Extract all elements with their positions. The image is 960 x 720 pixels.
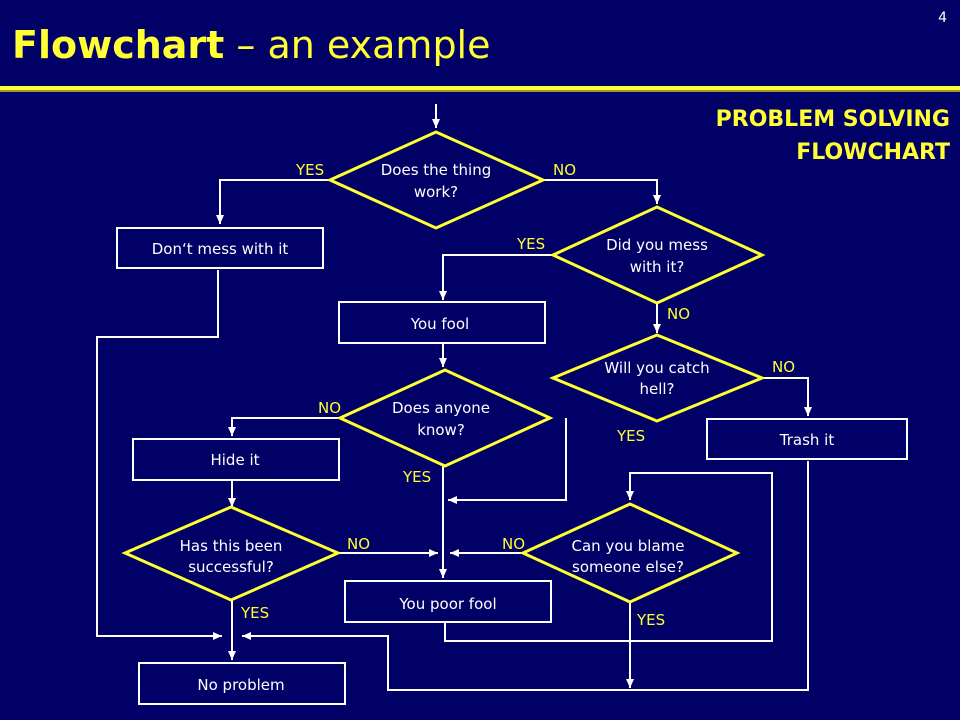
branch-labels: YES NO YES NO NO YES NO YES NO NO YES YE…	[240, 161, 795, 629]
box-dont-mess: Don‘t mess with it	[116, 227, 324, 269]
label-no-blame: NO	[502, 535, 525, 553]
box-hide-it: Hide it	[132, 438, 340, 481]
title-rest-part: – an example	[224, 23, 490, 67]
connector-dontmess-noproblem	[96, 270, 222, 640]
decision-anyone-know: Does anyone know?	[336, 368, 554, 468]
decision-successful: Has this been successful?	[121, 505, 342, 602]
decision-blame-line1: Can you blame	[572, 537, 685, 555]
title-underline-shadow	[0, 90, 960, 92]
label-yes-hell: YES	[616, 427, 645, 445]
decision-anyone-line2: know?	[417, 421, 465, 439]
connector-trash-noproblem	[242, 461, 809, 691]
decision-blame-line2: someone else?	[572, 558, 684, 576]
box-you-fool: You fool	[338, 301, 546, 344]
title-underline	[0, 86, 960, 90]
decision-mess-line1: Did you mess	[606, 236, 708, 254]
decision-successful-line2: successful?	[188, 558, 274, 576]
label-yes-anyone: YES	[402, 468, 431, 486]
connector-poorfool-blame	[444, 472, 773, 642]
label-no-work: NO	[553, 161, 576, 179]
decision-successful-line1: Has this been	[180, 537, 283, 555]
decision-does-it-work: Does the thing work?	[326, 130, 547, 230]
box-no-problem-label: No problem	[197, 676, 284, 694]
connector-mess-yes	[439, 254, 553, 300]
label-no-mess: NO	[667, 305, 690, 323]
decision-did-you-mess: Did you mess with it?	[549, 205, 766, 305]
connector-work-no	[543, 179, 661, 204]
box-you-fool-label: You fool	[410, 315, 469, 333]
box-trash-it-label: Trash it	[779, 431, 835, 449]
connector-work-yes	[216, 179, 330, 224]
connector-hell-no	[758, 377, 812, 416]
decision-work-line2: work?	[414, 183, 458, 201]
decision-anyone-line1: Does anyone	[392, 399, 490, 417]
connector-hell-yes	[448, 418, 567, 504]
label-no-successful: NO	[347, 535, 370, 553]
decision-catch-hell: Will you catch hell?	[549, 333, 766, 423]
label-yes-mess: YES	[516, 235, 545, 253]
connector-anyone-no	[228, 417, 343, 436]
label-no-anyone: NO	[318, 399, 341, 417]
decision-hell-line2: hell?	[639, 380, 674, 398]
box-no-problem: No problem	[138, 662, 346, 705]
label-yes-work: YES	[295, 161, 324, 179]
box-trash-it: Trash it	[706, 418, 908, 460]
decision-blame: Can you blame someone else?	[519, 502, 741, 604]
box-dont-mess-label: Don‘t mess with it	[152, 240, 289, 258]
decision-work-line1: Does the thing	[381, 161, 492, 179]
heading-line2: FLOWCHART	[796, 140, 950, 165]
title-bold-part: Flowchart	[12, 23, 224, 67]
label-yes-blame: YES	[636, 611, 665, 629]
box-hide-it-label: Hide it	[210, 451, 259, 469]
decision-hell-line1: Will you catch	[604, 359, 709, 377]
connectors	[96, 104, 812, 691]
heading-line1: PROBLEM SOLVING	[716, 107, 950, 132]
box-poor-fool-label: You poor fool	[398, 595, 496, 613]
decision-mess-line2: with it?	[630, 258, 685, 276]
box-poor-fool: You poor fool	[344, 580, 552, 623]
label-yes-successful: YES	[240, 604, 269, 622]
page-number: 4	[938, 10, 947, 26]
label-no-hell: NO	[772, 358, 795, 376]
slide-title: Flowchart – an example	[12, 23, 491, 67]
